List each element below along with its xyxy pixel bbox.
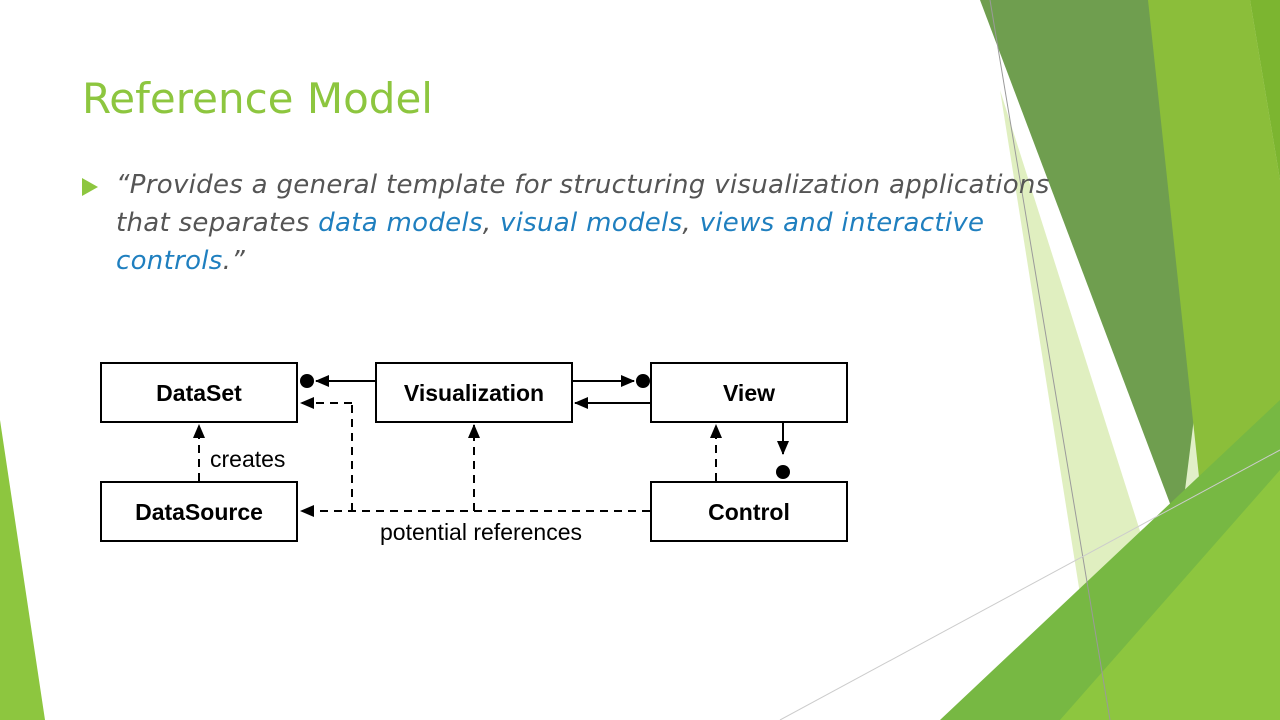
- quote-segment: “Provides a general template for structu…: [116, 170, 1050, 238]
- node-datasource-label: DataSource: [135, 499, 263, 525]
- node-control-label: Control: [708, 499, 790, 525]
- quote-bullet: “Provides a general template for structu…: [82, 166, 1092, 280]
- node-visualization-label: Visualization: [404, 380, 544, 406]
- bg-stripe-left: [0, 420, 45, 720]
- node-dataset: DataSet: [100, 362, 298, 423]
- node-view-box: [650, 362, 848, 423]
- node-visualization-box: [375, 362, 573, 423]
- triangle-bullet-icon: [82, 178, 98, 196]
- dataset-dot: [300, 374, 314, 388]
- node-view: View: [650, 362, 848, 423]
- quote-text: “Provides a general template for structu…: [116, 166, 1092, 280]
- label-potential-references: potential references: [380, 519, 582, 545]
- bg-stripe-dark: [980, 0, 1205, 530]
- node-visualization: Visualization: [375, 362, 573, 423]
- view-dot: [636, 374, 650, 388]
- bg-stripe-bottom-front: [1060, 470, 1280, 720]
- edge-potential-references: [300, 397, 650, 517]
- slide-title: Reference Model: [82, 74, 433, 123]
- quote-segment: .”: [222, 246, 245, 276]
- bg-stripe-corner: [1250, 0, 1280, 180]
- node-dataset-box: [100, 362, 298, 423]
- quote-highlight-views-controls: views and interactive controls: [116, 208, 985, 276]
- node-dataset-label: DataSet: [156, 380, 242, 406]
- bg-thin-line-bottom: [779, 449, 1280, 720]
- node-datasource-box: [100, 481, 298, 542]
- control-dot: [776, 465, 790, 479]
- node-control: Control: [650, 481, 848, 542]
- edge-visualization-to-dataset: [300, 374, 375, 388]
- bg-thin-line: [989, 0, 1111, 720]
- edge-visualization-to-view: [573, 374, 650, 388]
- quote-segment: ,: [682, 208, 700, 238]
- label-creates: creates: [210, 446, 285, 472]
- node-control-box: [650, 481, 848, 542]
- quote-highlight-data-models: data models: [318, 208, 483, 238]
- node-view-label: View: [723, 380, 775, 406]
- quote-highlight-visual-models: visual models: [499, 208, 683, 238]
- edge-view-to-control: [776, 423, 790, 479]
- node-datasource: DataSource: [100, 481, 298, 542]
- quote-segment: ,: [482, 208, 500, 238]
